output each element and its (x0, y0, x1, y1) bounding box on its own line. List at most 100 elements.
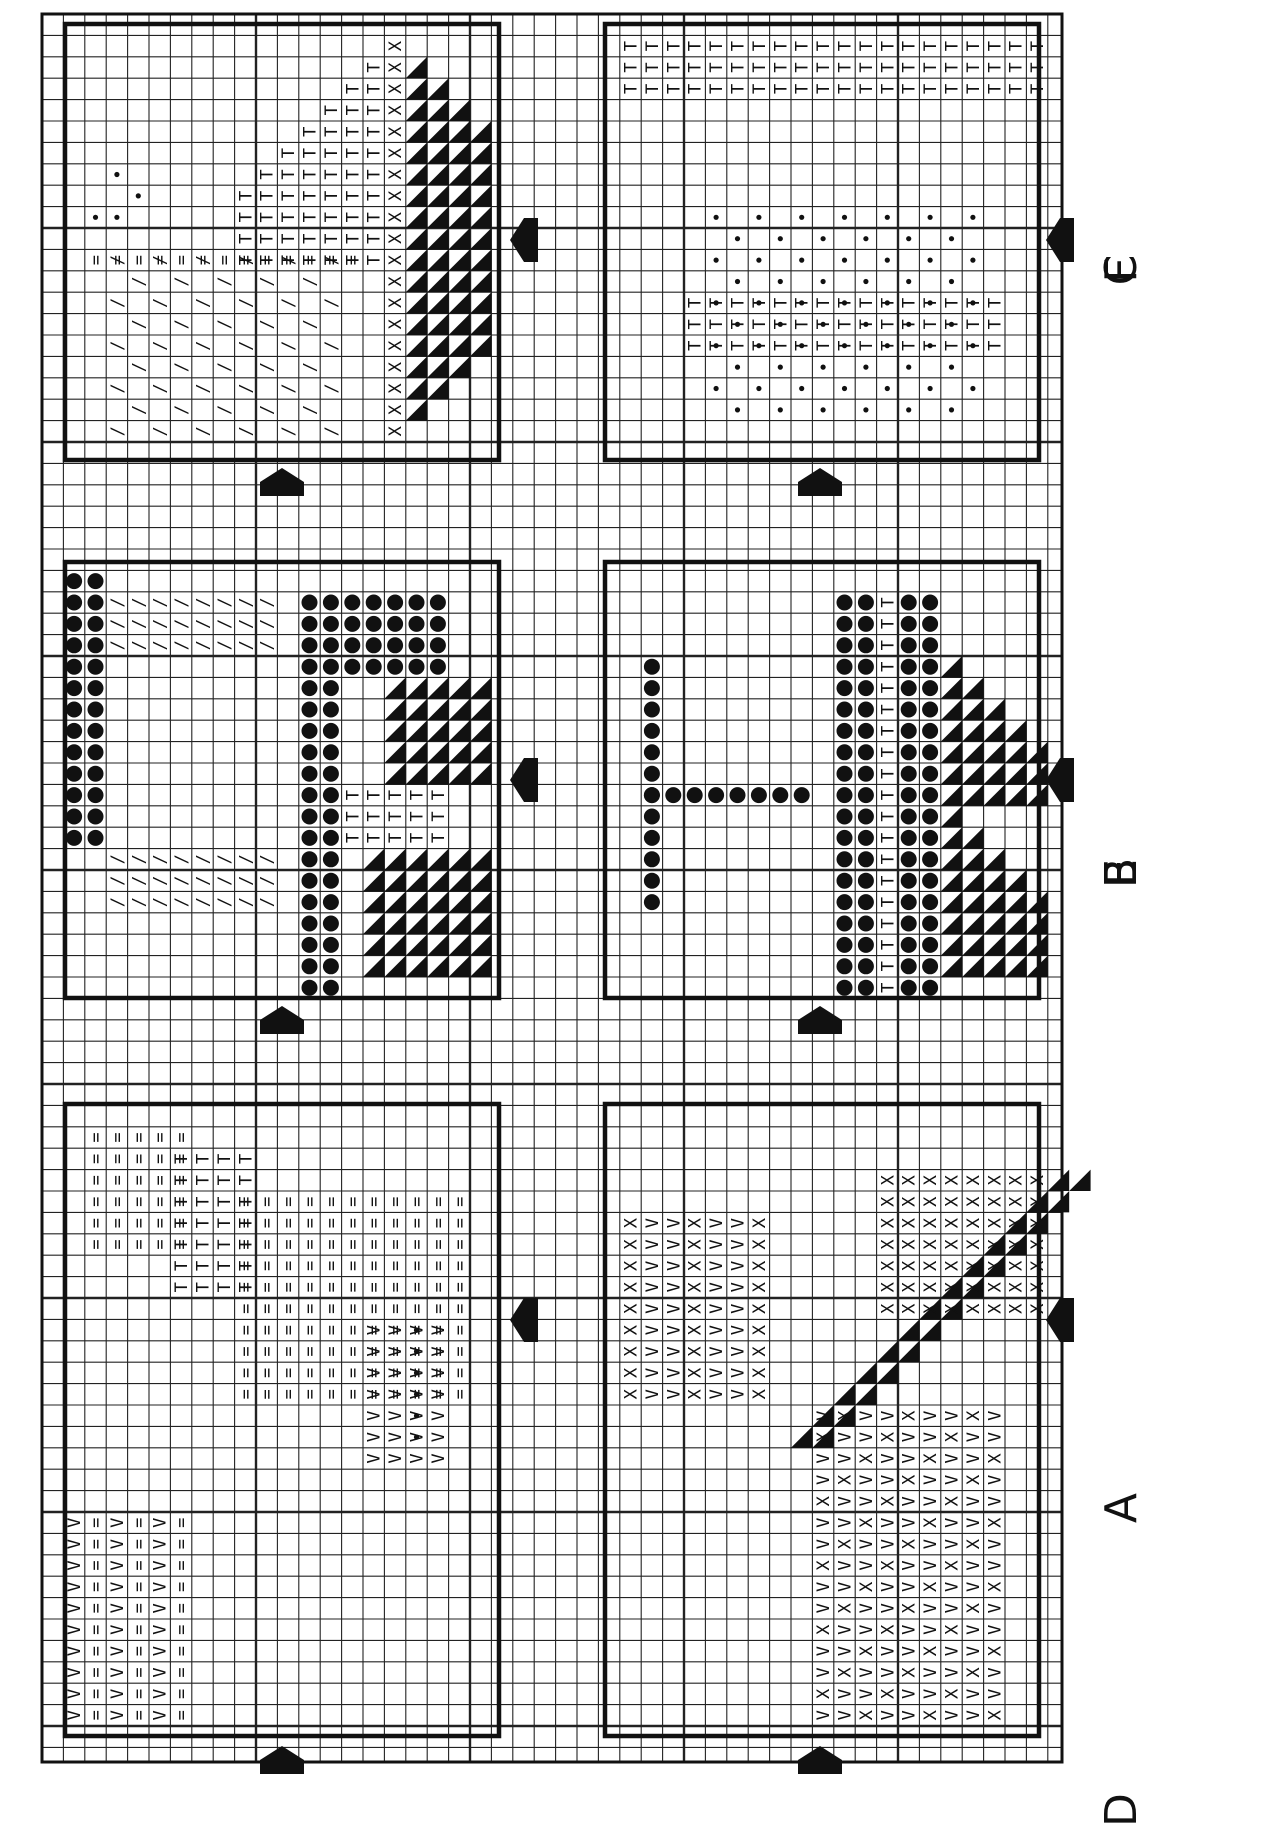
symbol-t: T (921, 41, 941, 51)
symbol-mixed: V (729, 1389, 749, 1399)
symbol-filled-circle (837, 809, 853, 825)
symbol-x: X (985, 1260, 1005, 1271)
symbol-t: T (365, 127, 385, 137)
symbol-dot (949, 279, 954, 284)
symbol-mixed: V (664, 1346, 684, 1356)
symbol-mixed: V (900, 1689, 920, 1699)
symbol-equals: = (322, 1239, 342, 1249)
symbol-t: T (900, 298, 920, 308)
symbol-mixed: X (622, 1239, 642, 1250)
symbol-equals: = (450, 1282, 470, 1292)
symbol-x: X (943, 1303, 963, 1314)
symbol-equals: = (279, 1261, 299, 1271)
symbol-mixed: V (643, 1282, 663, 1292)
symbol-half-triangle (406, 849, 427, 870)
symbol-equals: = (258, 1239, 278, 1249)
symbol-v: V (429, 1453, 449, 1463)
symbol-equals: = (301, 1368, 321, 1378)
symbol-mixed: X (985, 1581, 1005, 1592)
symbol-t: T (322, 191, 342, 201)
symbol-filled-circle (366, 595, 382, 611)
symbol-equals: = (108, 1197, 128, 1207)
symbol-filled-circle (302, 787, 318, 803)
symbol-mixed: V (985, 1625, 1005, 1635)
symbol-t: T (1007, 84, 1027, 94)
symbol-mixed: V (729, 1304, 749, 1314)
symbol-x: X (386, 83, 406, 94)
symbol-equals: = (236, 255, 256, 265)
symbol-mixed: V (985, 1432, 1005, 1442)
symbol-mixed: V (664, 1389, 684, 1399)
symbol-mixed: V (65, 1646, 85, 1656)
symbol-x: X (943, 1196, 963, 1207)
symbol-filled-circle (344, 659, 360, 675)
symbol-t: T (943, 84, 963, 94)
symbol-t: T (964, 298, 984, 308)
symbol-v: V (386, 1325, 406, 1335)
symbol-mixed: X (686, 1303, 706, 1314)
symbol-half-triangle (406, 742, 427, 763)
symbol-half-triangle (363, 891, 384, 912)
symbol-t: T (343, 790, 363, 800)
symbol-v: V (429, 1368, 449, 1378)
symbol-mixed: V (707, 1282, 727, 1292)
symbol-mixed: V (151, 1603, 171, 1613)
symbol-slash: / (172, 897, 192, 907)
symbol-x: X (1007, 1217, 1027, 1228)
symbol-equals: = (151, 1175, 171, 1185)
symbol-t: T (771, 84, 791, 94)
symbol-dot (863, 279, 868, 284)
symbol-mixed: V (643, 1368, 663, 1378)
symbol-mixed: V (836, 1453, 856, 1463)
symbol-x: X (878, 1260, 898, 1271)
symbol-equals: = (236, 1282, 256, 1292)
symbol-t: T (729, 298, 749, 308)
symbol-mixed: X (814, 1431, 834, 1442)
symbol-t: T (793, 62, 813, 72)
symbol-half-triangle (406, 891, 427, 912)
symbol-mixed: V (108, 1710, 128, 1720)
symbol-t: T (729, 41, 749, 51)
symbol-slash: / (236, 619, 256, 629)
symbol-half-triangle (941, 656, 962, 677)
symbol-t: T (365, 212, 385, 222)
symbol-t: T (1028, 84, 1048, 94)
symbol-t: T (172, 1175, 192, 1185)
symbol-slash: / (151, 897, 171, 907)
symbol-half-triangle (427, 956, 448, 977)
symbol-mixed: V (664, 1261, 684, 1271)
symbol-mixed: X (857, 1517, 877, 1528)
symbol-mixed: V (985, 1496, 1005, 1506)
symbol-x: X (1028, 1239, 1048, 1250)
symbol-mixed: X (836, 1602, 856, 1613)
symbol-half-triangle (449, 699, 470, 720)
symbol-t: T (322, 169, 342, 179)
symbol-x: X (386, 233, 406, 244)
symbol-dot (414, 1392, 419, 1397)
symbol-half-triangle (1005, 870, 1026, 891)
symbol-half-triangle (406, 934, 427, 955)
symbol-filled-circle (66, 723, 82, 739)
symbol-x: X (1028, 1303, 1048, 1314)
symbol-filled-circle (858, 916, 874, 932)
symbol-mixed: X (622, 1367, 642, 1378)
symbol-filled-circle (858, 851, 874, 867)
symbol-half-triangle (406, 78, 427, 99)
symbol-t: T (943, 41, 963, 51)
arrow-a-bottom (260, 1746, 304, 1774)
symbol-filled-circle (430, 659, 446, 675)
symbol-t: T (365, 191, 385, 201)
symbol-t: T (365, 833, 385, 843)
symbol-half-triangle (470, 249, 491, 270)
symbol-filled-circle (302, 595, 318, 611)
symbol-equals: = (87, 1239, 107, 1249)
arrow-b-side (510, 758, 538, 802)
symbol-filled-circle (901, 894, 917, 910)
symbol-t: T (857, 84, 877, 94)
symbol-half-triangle (470, 335, 491, 356)
symbol-equals: = (87, 1154, 107, 1164)
symbol-half-triangle (449, 356, 470, 377)
symbol-half-triangle (855, 1362, 876, 1383)
symbol-slash: / (172, 319, 192, 329)
symbol-half-triangle (449, 934, 470, 955)
